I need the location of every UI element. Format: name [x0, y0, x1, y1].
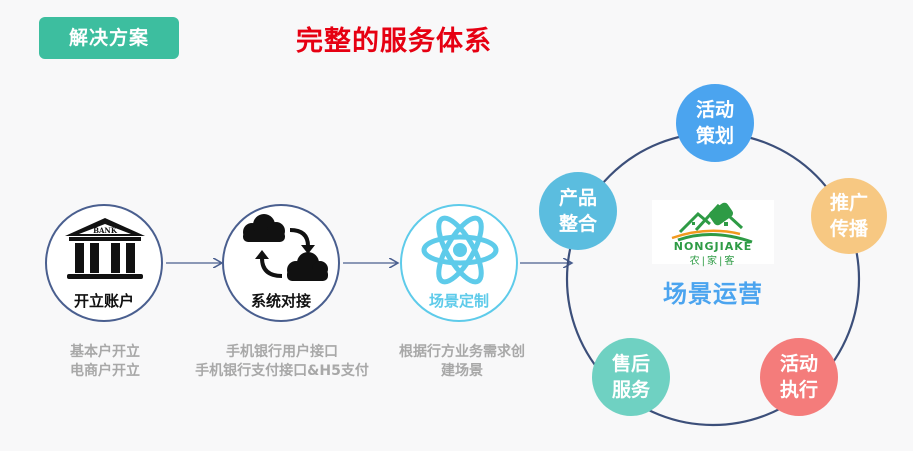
page-title: 完整的服务体系	[296, 26, 492, 57]
logo-chinese: 农|家|客	[689, 256, 737, 267]
node-promotion: 推广传播	[811, 178, 887, 254]
step-scenario-customization: 场景定制	[400, 204, 518, 322]
center-title: 场景运营	[663, 280, 763, 308]
step-description: 基本户开立 电商户开立	[70, 344, 140, 379]
step-description: 根据行方业务需求创 建场景	[399, 344, 525, 379]
atom-icon	[421, 215, 499, 285]
step-label: 场景定制	[428, 292, 489, 310]
node-activity-execution: 活动执行	[760, 338, 838, 416]
svg-text:BANK: BANK	[93, 226, 118, 235]
house-logo-icon	[671, 202, 753, 244]
node-after-sales: 售后服务	[592, 338, 670, 416]
bank-icon: BANK	[65, 218, 145, 279]
nongjiake-logo: NONGJIAKE 农|家|客	[652, 200, 774, 267]
solution-badge: 解决方案	[39, 17, 179, 59]
cloud-sync-icon	[243, 214, 328, 281]
step-label: 系统对接	[250, 292, 311, 310]
step-label: 开立账户	[73, 292, 134, 310]
node-product-integration: 产品整合	[539, 172, 617, 250]
node-activity-planning: 活动策划	[676, 84, 754, 162]
step-description: 手机银行用户接口 手机银行支付接口&H5支付	[195, 344, 369, 379]
step-system-integration: 系统对接	[222, 204, 340, 322]
logo-english: NONGJIAKE	[673, 240, 753, 253]
step-open-account: BANK 开立账户	[45, 204, 163, 322]
